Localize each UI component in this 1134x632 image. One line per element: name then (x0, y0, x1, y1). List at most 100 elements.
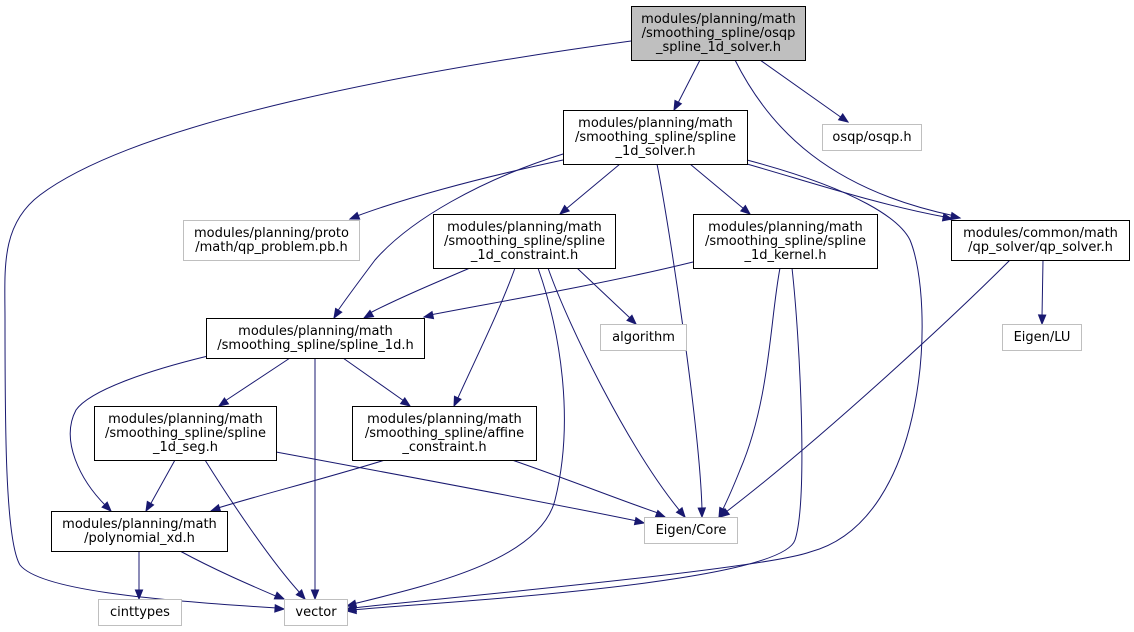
node-spline-1d-constraint[interactable]: modules/planning/math/smoothing_spline/s… (433, 214, 616, 269)
edge-spline-1d-solver-to-spline-1d-kernel (689, 163, 752, 215)
edge-arrowhead (558, 204, 571, 215)
node-affine-constraint[interactable]: modules/planning/math/smoothing_spline/a… (352, 406, 537, 461)
node-box (563, 110, 748, 165)
edge-line (559, 163, 621, 215)
node-spline-1d-kernel[interactable]: modules/planning/math/smoothing_spline/s… (693, 214, 878, 269)
edge-line (275, 451, 645, 524)
node-box (433, 214, 616, 269)
node-label-line: modules/planning/math (367, 412, 522, 427)
edge-line (333, 153, 564, 319)
node-label-line: /smoothing_spline/spline (575, 130, 736, 145)
edge-arrowhead (348, 211, 361, 220)
edge-line (4, 40, 632, 610)
node-label-line: _1d_kernel.h (744, 248, 827, 263)
edge-line (349, 159, 564, 220)
edge-arrowhead (399, 396, 412, 407)
edge-line (746, 163, 953, 220)
node-box (284, 599, 348, 626)
edge-osqp-spline-1d-solver-to-qp-solver (734, 59, 962, 221)
node-box (183, 220, 360, 261)
node-label-line: _constraint.h (401, 440, 486, 455)
edge-line (179, 550, 285, 600)
edge-line (346, 159, 923, 610)
edge-line (1041, 259, 1044, 324)
edge-line (511, 459, 666, 518)
edge-arrowhead (673, 99, 683, 112)
edge-spline-1d-to-vector (310, 358, 320, 601)
edge-line (346, 267, 565, 607)
edge-spline-1d-solver-to-spline-1d (333, 153, 564, 320)
node-box (206, 318, 425, 359)
edge-arrowhead (295, 589, 306, 601)
edge-line (719, 259, 1011, 518)
node-box (98, 599, 182, 626)
edge-arrowhead (333, 307, 343, 320)
edge-osqp-spline-1d-solver-to-vector (4, 40, 632, 613)
edge-arrowhead (739, 204, 752, 215)
edge-spline-1d-to-spline-1d-seg (217, 357, 291, 407)
node-label-line: vector (295, 605, 337, 620)
edge-spline-1d-to-polynomial-xd (69, 355, 209, 512)
edges-layer (4, 40, 1047, 615)
edge-qp-solver-to-eigen-core (718, 259, 1011, 518)
node-box (352, 406, 537, 461)
edge-spline-1d-constraint-to-eigen-core (547, 267, 686, 519)
node-label-line: Eigen/Core (656, 523, 727, 538)
node-box (94, 406, 277, 461)
node-box (51, 511, 228, 552)
edge-line (759, 59, 849, 123)
node-label-line: /qp_solver/qp_solver.h (968, 240, 1113, 255)
edge-spline-1d-constraint-to-algorithm (576, 267, 637, 325)
node-osqp-h: osqp/osqp.h (822, 124, 922, 151)
edge-spline-1d-kernel-to-eigen-core (718, 267, 781, 519)
node-qp-solver[interactable]: modules/common/math/qp_solver/qp_solver.… (951, 220, 1130, 261)
edge-polynomial-xd-to-vector (179, 550, 286, 600)
edge-arrowhead (422, 310, 435, 320)
edge-line (423, 261, 694, 318)
node-box (822, 124, 922, 151)
node-osqp-spline-1d-solver[interactable]: modules/planning/math/smoothing_spline/o… (631, 6, 806, 61)
edge-arrowhead (345, 605, 357, 615)
node-label-line: modules/common/math (963, 226, 1118, 241)
node-label-line: /smoothing_spline/spline_1d.h (217, 338, 413, 353)
edge-affine-constraint-to-eigen-core (511, 459, 667, 518)
edge-line (363, 267, 471, 319)
edge-line (689, 163, 751, 215)
node-label-line: /smoothing_spline/spline (444, 234, 605, 249)
node-spline-1d-solver[interactable]: modules/planning/math/smoothing_spline/s… (563, 110, 748, 165)
node-vector: vector (284, 599, 348, 626)
node-box (951, 220, 1130, 261)
node-label-line: cinttypes (110, 605, 170, 620)
edge-arrowhead (626, 314, 637, 325)
edge-spline-1d-to-affine-constraint (342, 357, 412, 407)
node-spline-1d[interactable]: modules/planning/math/smoothing_spline/s… (206, 318, 425, 359)
edge-arrowhead (654, 509, 667, 518)
node-box (1002, 324, 1082, 351)
edge-spline-1d-constraint-to-affine-constraint (453, 267, 516, 408)
edge-arrowhead (633, 516, 646, 526)
edge-line (210, 459, 386, 512)
edge-line (69, 355, 209, 512)
node-polynomial-xd[interactable]: modules/planning/math/polynomial_xd.h (51, 511, 228, 552)
edge-arrowhead (209, 503, 222, 513)
edge-line (346, 267, 803, 612)
node-label-line: modules/planning/math (641, 12, 796, 27)
edge-polynomial-xd-to-cinttypes (134, 551, 144, 601)
edge-arrowhead (145, 500, 155, 513)
edge-osqp-spline-1d-solver-to-spline-1d-solver (673, 59, 701, 112)
node-box (600, 324, 687, 351)
edge-arrowhead (345, 599, 358, 608)
node-algorithm: algorithm (600, 324, 687, 351)
node-box (693, 214, 878, 269)
edge-spline-1d-seg-to-polynomial-xd (145, 459, 176, 513)
node-cinttypes: cinttypes (98, 599, 182, 626)
edge-line (734, 59, 961, 219)
node-label-line: /smoothing_spline/spline (705, 234, 866, 249)
node-spline-1d-seg[interactable]: modules/planning/math/smoothing_spline/s… (94, 406, 277, 461)
edge-spline-1d-seg-to-eigen-core (275, 451, 646, 526)
node-label-line: /smoothing_spline/osqp (642, 26, 796, 41)
edge-spline-1d-seg-to-vector (204, 459, 306, 601)
node-label-line: modules/planning/math (108, 412, 263, 427)
node-label-line: /math/qp_problem.pb.h (195, 240, 348, 255)
